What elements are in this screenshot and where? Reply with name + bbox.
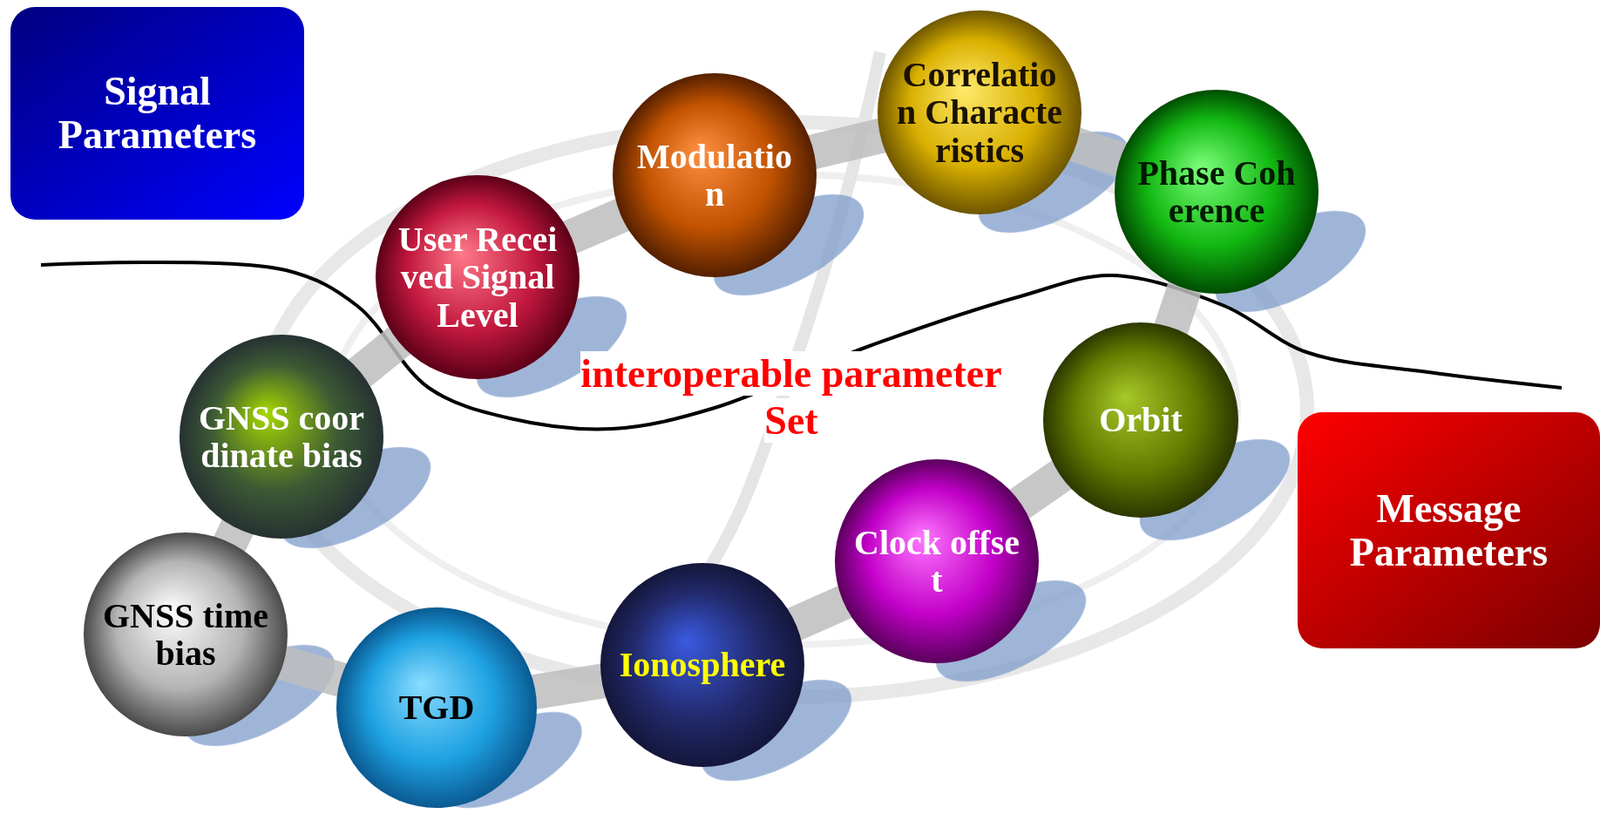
sphere-fill — [1043, 322, 1239, 518]
sphere-fill — [612, 73, 817, 278]
parameter-circle: User Received Signal Level — [375, 175, 580, 380]
connector-band — [1168, 280, 1187, 335]
center-label: interoperable parameter Set — [577, 350, 1005, 446]
category-box: Message Parameters — [1297, 412, 1600, 649]
parameter-circle: TGD — [336, 607, 537, 808]
category-box: Signal Parameters — [10, 6, 305, 220]
box-fill — [10, 6, 305, 220]
parameter-name: Phase Coherence — [1131, 154, 1303, 230]
parameter-name: Modulation — [629, 137, 801, 213]
sphere-fill — [1114, 89, 1319, 294]
connector-band — [1068, 142, 1128, 163]
category-title: Signal Parameters — [20, 69, 294, 156]
center-label-text: interoperable parameter Set — [580, 351, 1002, 443]
parameter-circle: Correlation Characteristics — [877, 10, 1082, 215]
parameter-circle: GNSS coordinate bias — [179, 334, 384, 539]
parameter-circle: Ionosphere — [600, 562, 805, 767]
connector-band — [787, 599, 851, 628]
parameter-name: User Received Signal Level — [392, 220, 564, 334]
parameter-circle: Phase Coherence — [1114, 89, 1319, 294]
parameter-circle: GNSS time bias — [83, 532, 288, 737]
parameter-circle: Clock offset — [834, 459, 1039, 664]
parameter-circle: Orbit — [1043, 322, 1239, 518]
parameter-name: GNSS time bias — [100, 596, 272, 672]
parameter-name: Clock offset — [851, 523, 1024, 599]
category-title: Message Parameters — [1308, 487, 1590, 574]
connector-band — [563, 212, 629, 241]
parameter-circle: Modulation — [612, 73, 817, 278]
connector-band — [1014, 471, 1068, 509]
connector-band — [806, 134, 889, 154]
connector-band — [527, 679, 610, 693]
box-fill — [1297, 412, 1600, 649]
sphere-fill — [600, 562, 805, 767]
connector-band — [354, 336, 406, 378]
sphere-fill — [336, 607, 537, 808]
parameter-name: TGD — [352, 688, 522, 726]
parameter-name: Correlation Characteristics — [894, 55, 1066, 170]
sphere-fill — [179, 334, 384, 539]
parameter-name: Ionosphere — [616, 645, 789, 684]
parameter-name: Orbit — [1058, 400, 1223, 439]
sphere-fill — [834, 459, 1039, 664]
parameter-name: GNSS coordinate bias — [196, 399, 368, 475]
sphere-fill — [83, 532, 288, 737]
sphere-fill — [375, 175, 580, 380]
connector-band — [275, 660, 348, 682]
sphere-fill — [877, 10, 1082, 215]
